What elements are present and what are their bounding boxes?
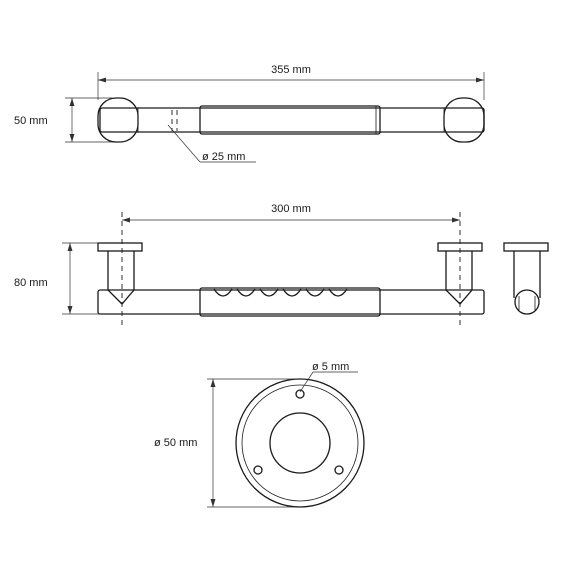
- front-bar: [97, 289, 485, 315]
- length-mid-label: 300 mm: [271, 203, 311, 215]
- finger-grooves: [213, 288, 348, 297]
- top-flange-left: [97, 97, 139, 143]
- top-grip: [199, 105, 381, 135]
- side-view: [503, 242, 549, 315]
- side-tube-section: [514, 289, 540, 315]
- front-post-left: [107, 251, 135, 305]
- screw-hole-left: [253, 465, 263, 475]
- screw-hole-right: [334, 465, 344, 475]
- height-mid-label: 80 mm: [14, 277, 48, 289]
- top-view: 355 mm 50 mm ø 25 mm: [14, 64, 485, 163]
- tube-dia-label: ø 25 mm: [202, 151, 245, 163]
- front-post-right: [445, 251, 473, 305]
- front-grip: [199, 287, 381, 317]
- screw-hole-top: [295, 389, 305, 399]
- length-top-label: 355 mm: [271, 64, 311, 76]
- flange-inner-rim: [241, 384, 359, 502]
- front-view: 300 mm 80 mm: [14, 203, 485, 326]
- flange-view: ø 5 mm ø 50 mm: [154, 361, 365, 508]
- flange-dia-label: ø 50 mm: [154, 437, 197, 449]
- height-top-label: 50 mm: [14, 115, 48, 127]
- front-flange-left: [97, 242, 143, 252]
- top-tube: [99, 107, 485, 133]
- hole-dia-label: ø 5 mm: [312, 361, 349, 373]
- flange-center-hole: [269, 412, 331, 474]
- flange-outer: [235, 378, 365, 508]
- top-flange-right: [443, 97, 485, 143]
- side-flange: [503, 242, 549, 252]
